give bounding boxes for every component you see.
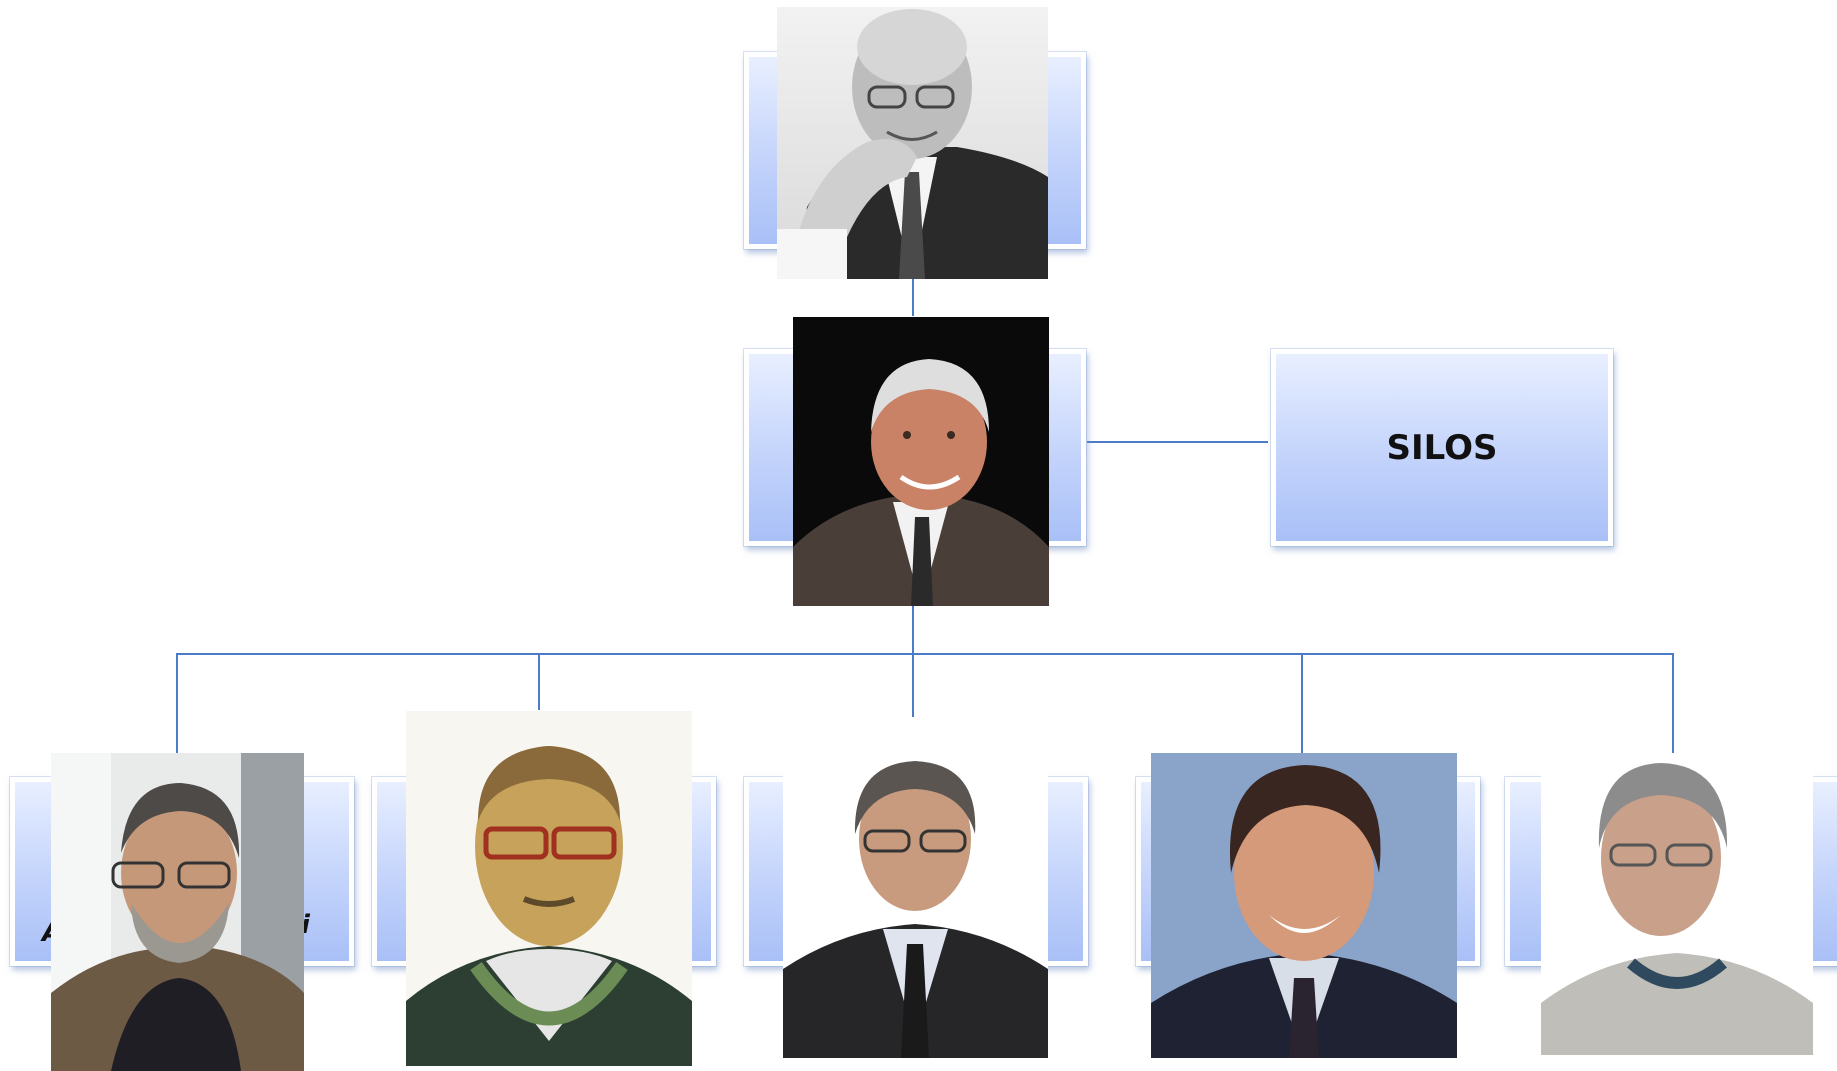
team-box-1-label-end: i <box>301 910 310 940</box>
team-member-2-photo <box>406 711 692 1066</box>
team-member-5-photo <box>1541 753 1813 1055</box>
connector-second-down <box>912 605 914 717</box>
team-member-4-photo <box>1151 753 1457 1058</box>
team-member-1-photo <box>51 753 304 1071</box>
connector-horizontal-bus <box>176 653 1674 655</box>
silos-label: SILOS <box>1386 427 1498 468</box>
connector-top-to-second <box>912 278 914 316</box>
connector-second-to-silos <box>1084 441 1268 443</box>
silos-box[interactable]: SILOS <box>1271 349 1613 546</box>
team-member-3-photo <box>783 739 1048 1058</box>
connector-drop-1 <box>176 653 178 753</box>
connector-drop-4 <box>1301 653 1303 753</box>
top-executive-photo <box>777 7 1048 279</box>
second-level-photo <box>793 317 1049 606</box>
connector-drop-5 <box>1672 653 1674 753</box>
connector-drop-2 <box>538 653 540 710</box>
